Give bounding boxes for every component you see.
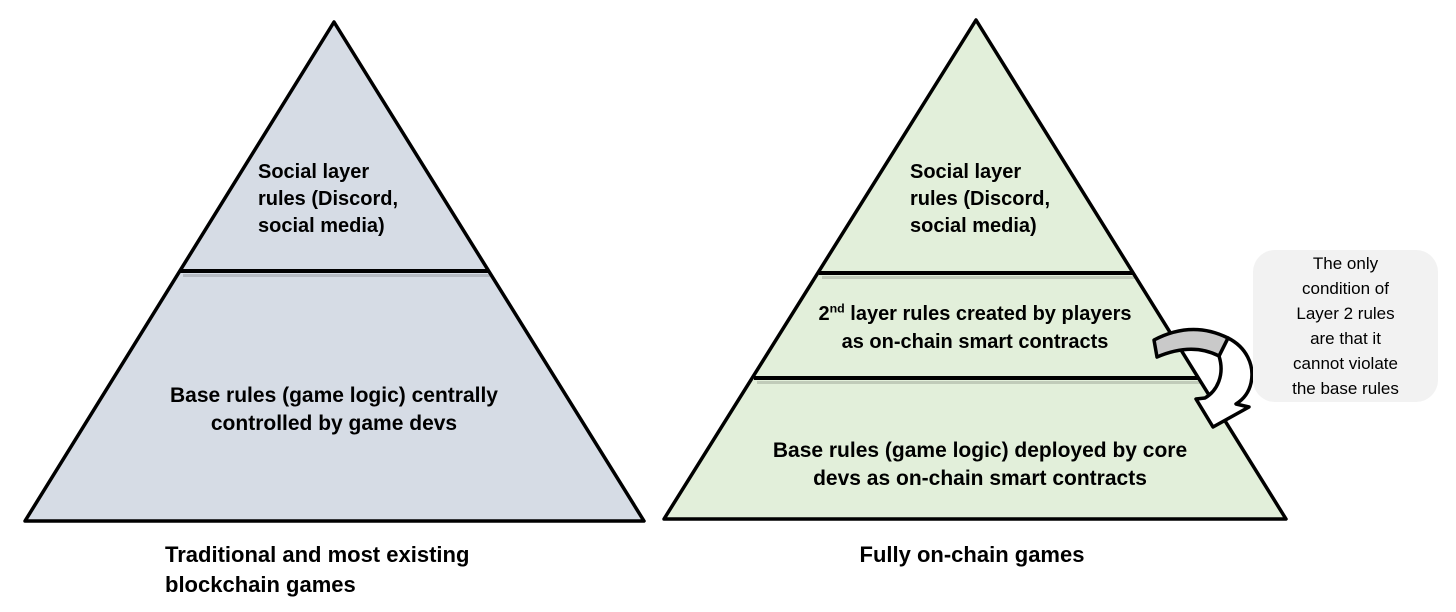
right-social-layer-line1: Social layer [910,161,1022,183]
right-pyramid-caption: Fully on-chain games [859,542,1085,567]
left-social-layer-label: Social layer rules (Discord, social medi… [258,159,398,240]
left-pyramid-caption: Traditional and most existing blockchain… [165,540,469,600]
right-second-layer-line1: 2nd layer rules created by players [818,301,1132,325]
left-social-layer-line2: rules (Discord, [258,188,399,210]
callout-line2: condition of [1302,279,1389,298]
right-second-layer-line2: as on-chain smart contracts [841,331,1109,353]
callout-line4: are that it [1310,329,1381,348]
right-base-layer-line1: Base rules (game logic) deployed by core [772,439,1188,462]
left-social-layer-line1: Social layer [258,161,370,183]
right-base-layer-line2: devs as on-chain smart contracts [813,467,1147,490]
ordinal-superscript: nd [829,301,845,316]
curved-arrow-icon [1194,336,1254,429]
left-social-layer-line3: social media) [258,215,385,237]
right-social-layer-label: Social layer rules (Discord, social medi… [910,159,1050,240]
callout-line5: cannot violate [1293,354,1398,373]
left-caption-line1: Traditional and most existing [165,542,470,567]
curved-arrow-tail [1152,327,1230,359]
left-base-layer-line2: controlled by game devs [210,412,458,435]
right-social-layer-line2: rules (Discord, [910,188,1051,210]
left-base-layer-line1: Base rules (game logic) centrally [170,384,498,407]
callout-line3: Layer 2 rules [1296,304,1395,323]
right-second-layer-label: 2nd layer rules created by players as on… [775,300,1175,356]
callout-line6: the base rules [1292,379,1399,398]
right-pyramid-shape [662,18,1288,521]
right-social-layer-line3: social media) [910,215,1037,237]
left-caption-line2: blockchain games [165,572,356,597]
callout-line1: The only [1312,254,1379,273]
right-base-layer-label: Base rules (game logic) deployed by core… [730,437,1230,493]
layer2-condition-callout: The only condition of Layer 2 rules are … [1253,250,1438,402]
left-base-layer-label: Base rules (game logic) centrally contro… [134,382,534,438]
